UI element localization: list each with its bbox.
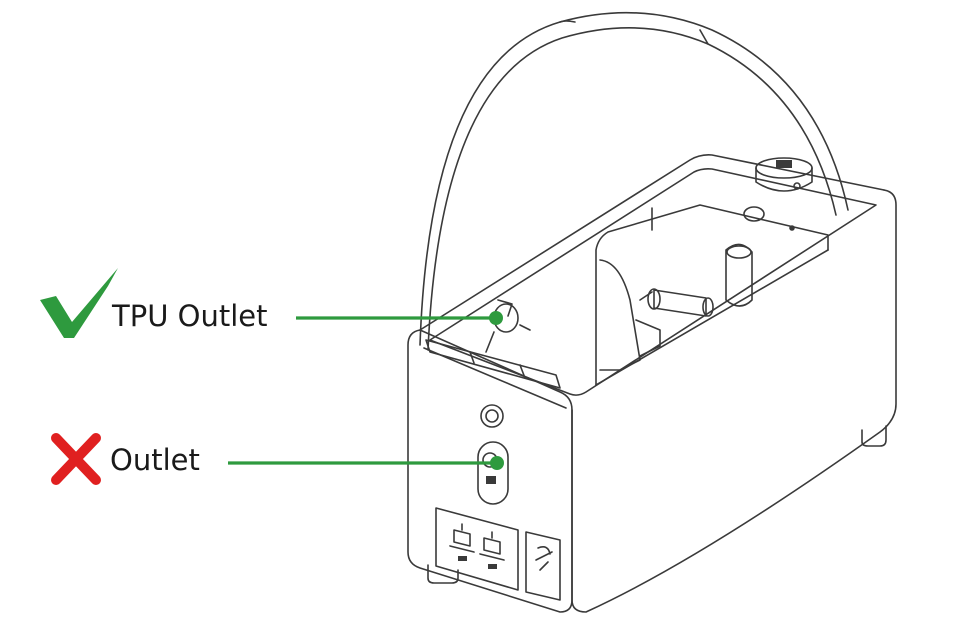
check-mark-icon — [40, 268, 118, 338]
tpu-outlet-leader-dot — [489, 311, 503, 325]
lid-arch — [419, 11, 849, 351]
device-body — [407, 154, 897, 613]
device-feet — [427, 425, 887, 584]
lid-front-bar — [425, 339, 561, 389]
front-oval-outlet — [477, 441, 509, 505]
spool-post — [725, 243, 753, 307]
outlet-leader-dot — [490, 456, 504, 470]
tpu-outlet-label: TPU Outlet — [112, 299, 268, 333]
cross-mark-icon — [51, 433, 101, 485]
interior-dot — [789, 225, 795, 231]
connector-panel — [435, 507, 561, 601]
interior-hole — [743, 206, 765, 222]
tpu-outlet-fitting — [485, 299, 531, 353]
front-round-port — [480, 404, 504, 428]
outlet-label: Outlet — [110, 443, 200, 477]
spool-roller — [599, 259, 714, 371]
top-knob — [755, 157, 813, 192]
leader-lines — [228, 311, 504, 470]
